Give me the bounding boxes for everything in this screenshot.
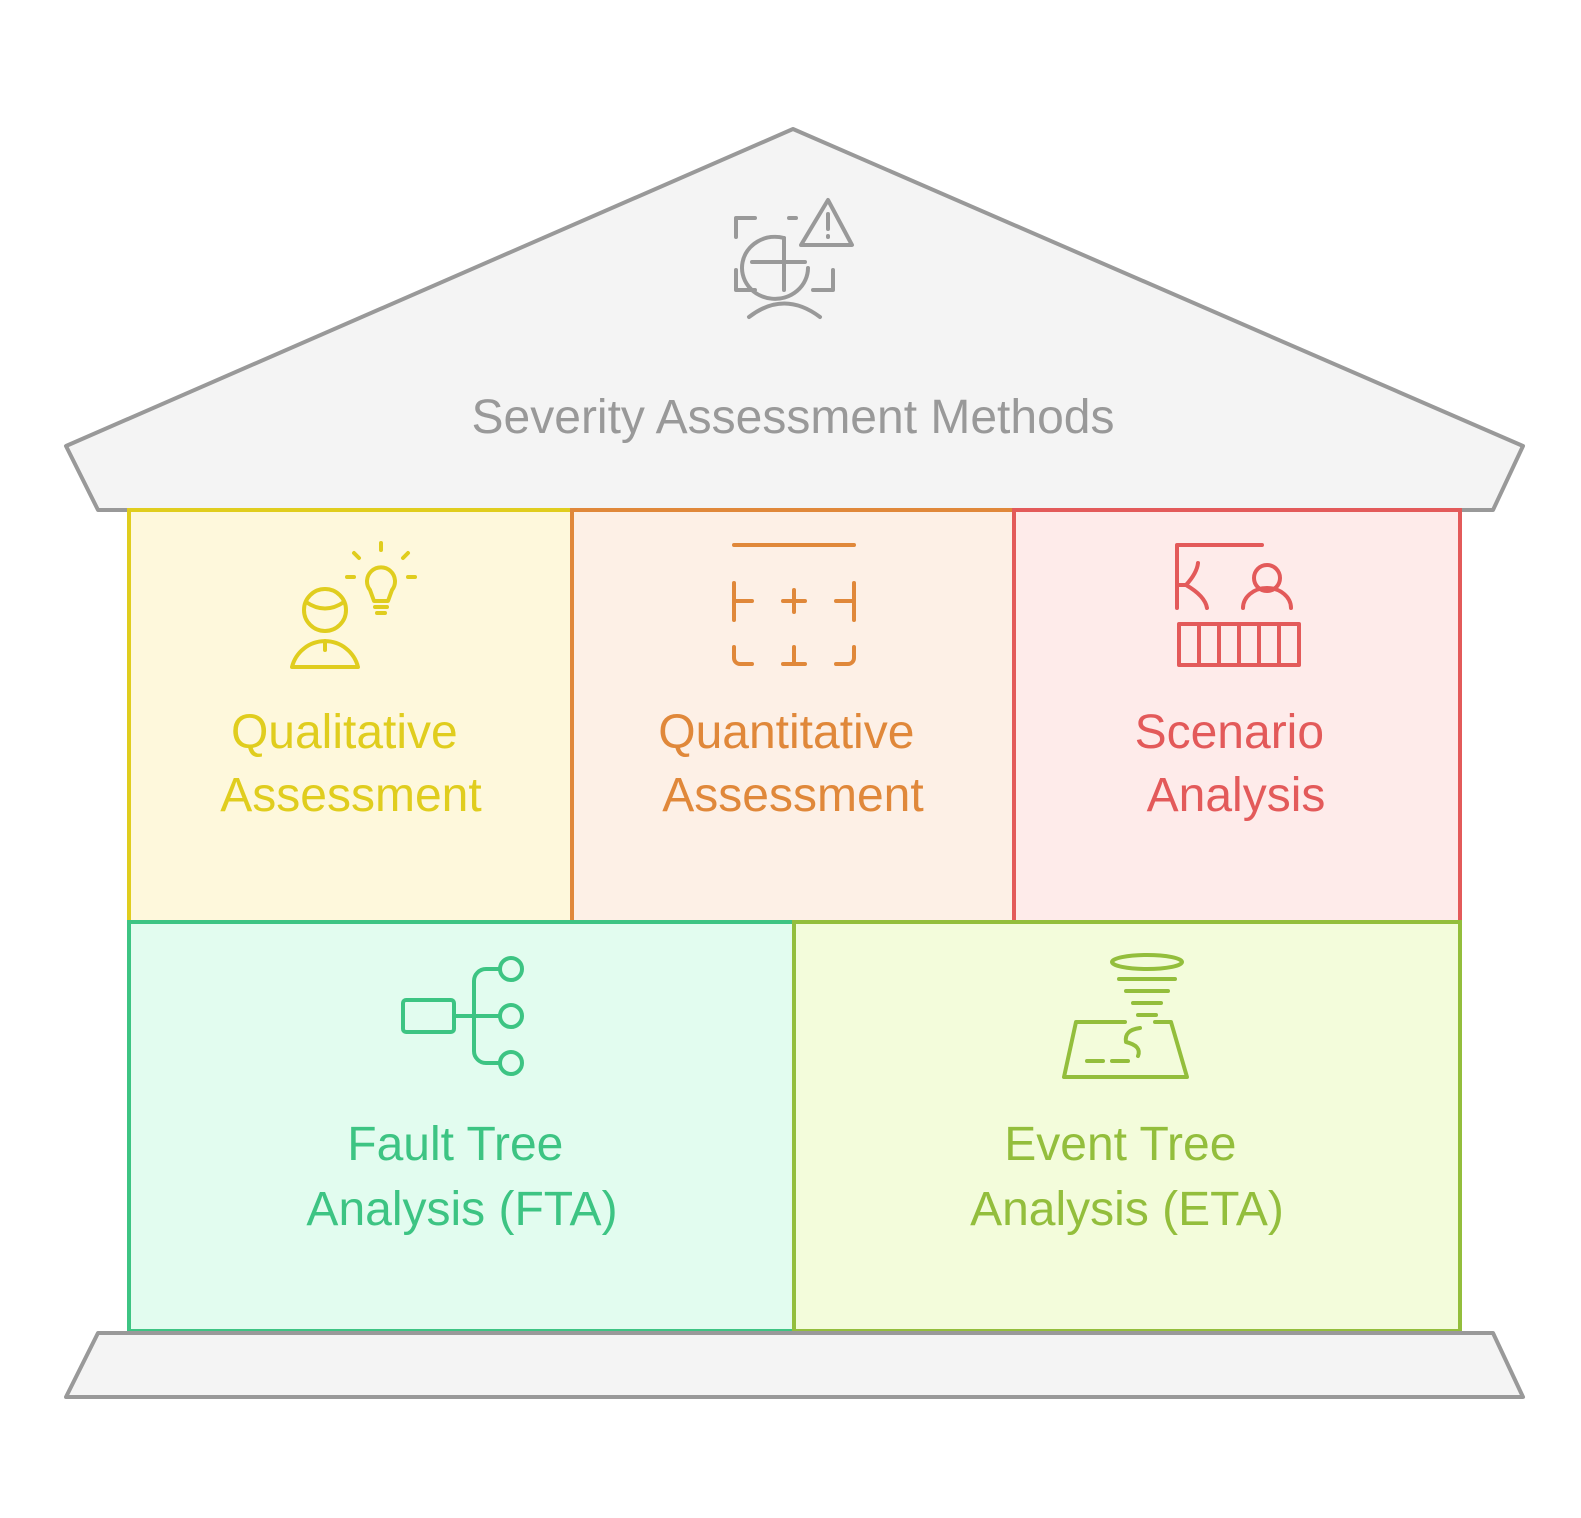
cell-quantitative-line2: Assessment xyxy=(662,769,923,822)
globe-alert-person-icon xyxy=(734,198,854,319)
tree-diagram-icon xyxy=(401,956,524,1076)
svg-text:Fault Tree Analysis (FTA: Fault Tree Analysis (FTA) xyxy=(306,1118,617,1236)
cell-fta-line1: Fault Tree xyxy=(347,1118,563,1171)
cell-event-tree-analysis: Event Tree Analysis (ETA) xyxy=(792,920,1462,1333)
roof-shape xyxy=(64,127,1525,512)
cell-qualitative-line2: Assessment xyxy=(220,769,481,822)
cell-quantitative-assessment: Quantitative Assessment xyxy=(570,508,1016,924)
cell-fault-tree-analysis: Fault Tree Analysis (FTA) xyxy=(127,920,796,1333)
svg-text:Qualitative Assessment: Qualitative Assessment xyxy=(220,706,481,822)
svg-text:Event Tree Analysis (ETA: Event Tree Analysis (ETA) xyxy=(970,1118,1284,1236)
cell-eta-line1: Event Tree xyxy=(1004,1118,1236,1171)
cell-qualitative-line1: Qualitative xyxy=(231,706,458,759)
measurement-grid-icon xyxy=(732,543,856,666)
cell-qualitative-assessment: Qualitative Assessment xyxy=(127,508,574,924)
cell-scenario-line2: Analysis xyxy=(1147,769,1326,822)
svg-text:Scenario Analysis: Scenario Analysis xyxy=(1135,706,1338,822)
cell-quantitative-line1: Quantitative xyxy=(658,706,914,759)
cell-scenario-analysis: Scenario Analysis xyxy=(1012,508,1462,924)
cell-eta-line2: Analysis (ETA) xyxy=(970,1183,1284,1236)
cell-fta-box xyxy=(127,920,796,1333)
base-shape xyxy=(64,1331,1525,1399)
person-lightbulb-icon xyxy=(290,541,417,669)
tornado-map-icon xyxy=(1062,953,1189,1079)
diagram-title: Severity Assessment Methods xyxy=(472,391,1115,444)
cell-scenario-box xyxy=(1012,508,1462,924)
roof: Severity Assessment Methods xyxy=(64,127,1525,512)
cell-fta-line2: Analysis (FTA) xyxy=(306,1183,617,1236)
person-scenario-icon xyxy=(1175,543,1301,667)
cell-scenario-line1: Scenario xyxy=(1135,706,1324,759)
svg-text:Quantitative Assessment: Quantitative Assessment xyxy=(658,706,928,822)
